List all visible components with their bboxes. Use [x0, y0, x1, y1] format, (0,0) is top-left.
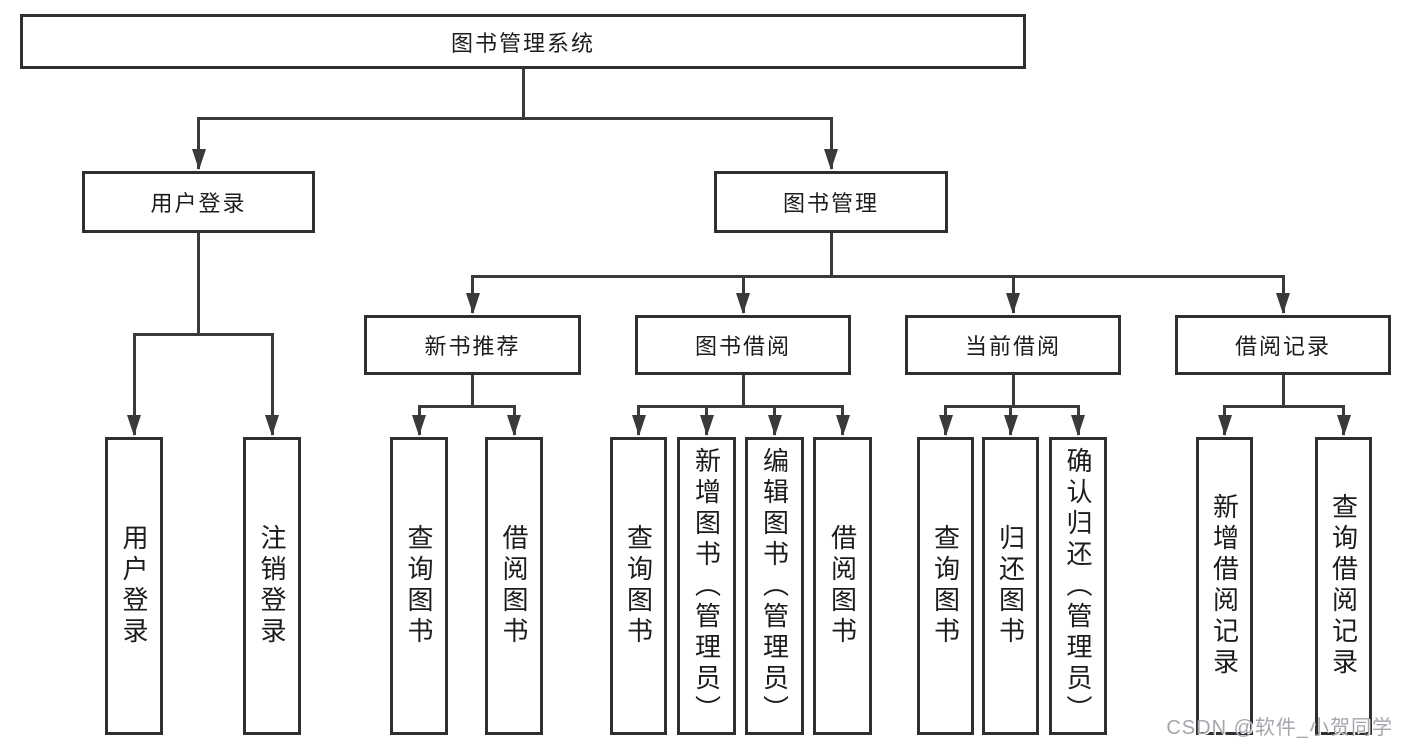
connector-drop-logout — [270, 334, 274, 435]
arrowhead-down-icon — [835, 415, 850, 436]
node-bb-edit-book: 编辑图书（管理员） — [745, 437, 804, 735]
node-label-br-add-record: 新增借阅记录 — [1209, 493, 1240, 679]
arrowhead-down-icon — [631, 415, 646, 436]
arrowhead-down-icon — [191, 149, 206, 170]
connector-branch-new-book-rec — [417, 404, 516, 408]
node-label-bb-query-book: 查询图书 — [623, 524, 654, 648]
node-book-borrow: 图书借阅 — [635, 315, 851, 375]
node-label-new-book-rec: 新书推荐 — [424, 334, 521, 359]
node-bb-query-book: 查询图书 — [610, 437, 667, 735]
arrowhead-down-icon — [767, 415, 782, 436]
node-label-br-query-record: 查询借阅记录 — [1328, 493, 1359, 679]
node-bb-add-book: 新增图书（管理员） — [677, 437, 736, 735]
connector-branch-borrow-records — [1223, 404, 1345, 408]
node-new-book-rec: 新书推荐 — [364, 315, 581, 375]
arrowhead-down-icon — [1006, 293, 1020, 314]
node-current-borrow: 当前借阅 — [905, 315, 1121, 375]
connector-branch-book-mgmt — [471, 274, 1285, 278]
node-label-bb-edit-book: 编辑图书（管理员） — [759, 446, 790, 726]
arrowhead-down-icon — [127, 415, 141, 436]
connector-branch-book-borrow — [637, 404, 844, 408]
node-rec-borrow-book: 借阅图书 — [485, 437, 543, 735]
node-label-book-mgmt: 图书管理 — [782, 191, 879, 216]
node-label-root: 图书管理系统 — [450, 30, 595, 56]
node-label-rec-query-book: 查询图书 — [404, 524, 434, 648]
connector-drop-book-mgmt — [829, 118, 833, 169]
connector-stem-borrow-records — [1281, 375, 1285, 406]
arrowhead-down-icon — [1336, 415, 1351, 436]
node-label-user-login: 用户登录 — [150, 191, 247, 216]
node-label-bb-borrow-book: 借阅图书 — [827, 524, 858, 648]
node-rec-query-book: 查询图书 — [390, 437, 448, 735]
node-cb-confirm-return: 确认归还（管理员） — [1049, 437, 1107, 735]
arrowhead-down-icon — [736, 293, 750, 314]
node-cb-query-book: 查询图书 — [917, 437, 974, 735]
connector-stem-book-borrow — [741, 375, 745, 406]
node-label-current-borrow: 当前借阅 — [964, 334, 1061, 359]
node-root: 图书管理系统 — [20, 14, 1026, 69]
node-label-login: 用户登录 — [119, 524, 149, 648]
node-label-logout: 注销登录 — [257, 524, 287, 648]
connector-drop-login — [132, 334, 136, 435]
arrowhead-down-icon — [1217, 415, 1232, 436]
arrowhead-down-icon — [938, 415, 953, 436]
node-bb-borrow-book: 借阅图书 — [813, 437, 872, 735]
node-br-add-record: 新增借阅记录 — [1196, 437, 1253, 735]
node-label-cb-query-book: 查询图书 — [930, 524, 961, 648]
node-label-bb-add-book: 新增图书（管理员） — [691, 446, 722, 726]
connector-stem-root — [521, 69, 525, 118]
node-br-query-record: 查询借阅记录 — [1315, 437, 1372, 735]
node-label-rec-borrow-book: 借阅图书 — [499, 524, 529, 648]
arrowhead-down-icon — [1071, 415, 1085, 436]
node-login: 用户登录 — [105, 437, 163, 735]
node-logout: 注销登录 — [243, 437, 301, 735]
node-user-login: 用户登录 — [82, 171, 315, 233]
connector-stem-user-login — [197, 233, 200, 334]
node-label-book-borrow: 图书借阅 — [694, 334, 791, 359]
arrowhead-down-icon — [699, 415, 714, 436]
node-cb-return-book: 归还图书 — [982, 437, 1039, 735]
node-label-borrow-records: 借阅记录 — [1234, 334, 1331, 359]
connector-branch-root — [197, 116, 833, 120]
arrowhead-down-icon — [465, 293, 480, 314]
watermark: CSDN @软件_小贺同学 — [1166, 717, 1393, 739]
arrowhead-down-icon — [1276, 293, 1290, 314]
arrowhead-down-icon — [1003, 415, 1018, 436]
arrowhead-down-icon — [412, 415, 426, 436]
connector-drop-user-login — [197, 118, 200, 169]
connector-stem-book-mgmt — [829, 233, 833, 276]
node-label-cb-confirm-return: 确认归还（管理员） — [1063, 446, 1093, 726]
arrowhead-down-icon — [507, 415, 521, 436]
node-label-cb-return-book: 归还图书 — [995, 524, 1026, 648]
connector-stem-current-borrow — [1011, 375, 1015, 406]
arrowhead-down-icon — [265, 415, 279, 436]
node-book-mgmt: 图书管理 — [714, 171, 948, 233]
connector-stem-new-book-rec — [471, 375, 474, 406]
connector-branch-user-login — [132, 332, 274, 336]
node-borrow-records: 借阅记录 — [1175, 315, 1391, 375]
arrowhead-down-icon — [824, 149, 838, 170]
